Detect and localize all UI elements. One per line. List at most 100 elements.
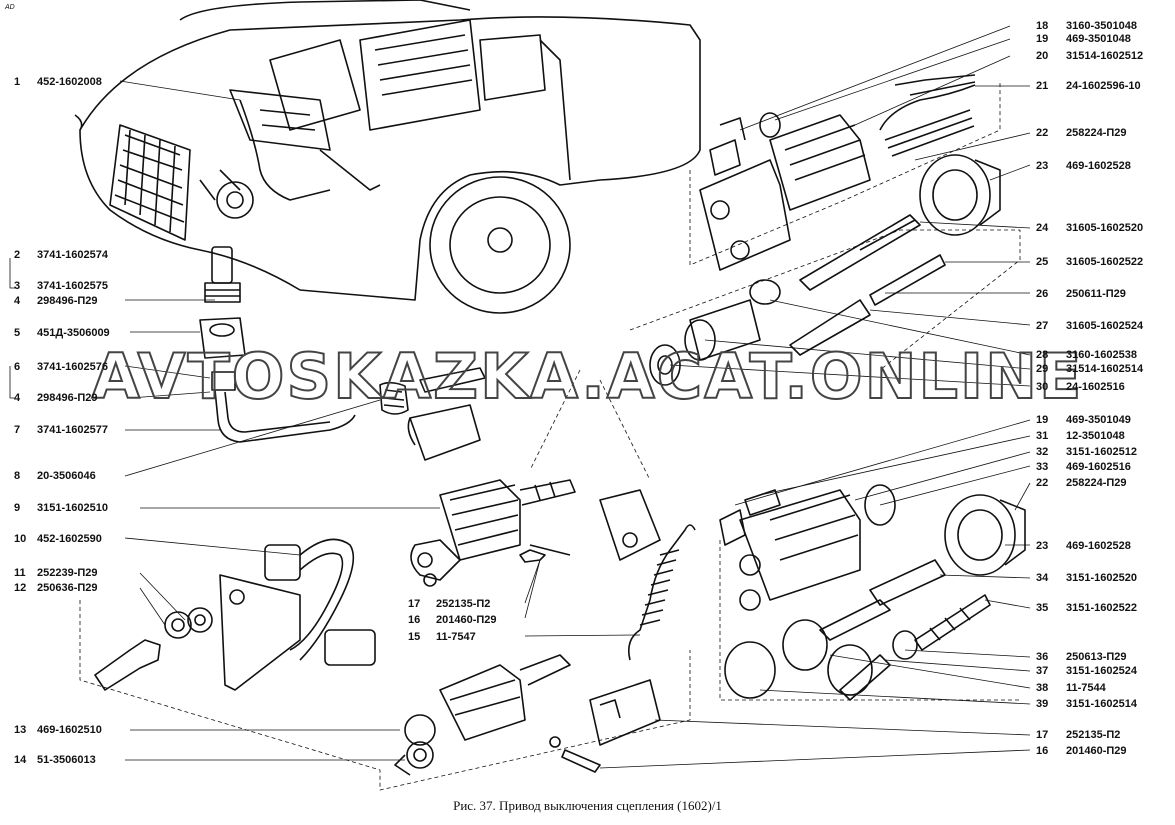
mid-callout-part-code: 201460-П29 [436,614,497,626]
left-callout-part-code: 3741-1602574 [37,249,108,261]
right-callout-number: 30 [1036,381,1049,393]
left-callout-number: 8 [14,470,21,482]
right-callout-number: 35 [1036,602,1049,614]
left-callout-number: 3 [14,280,21,292]
master-cylinder-right [699,74,976,271]
right-callout-number: 34 [1036,572,1049,584]
right-callout-number: 31 [1036,430,1049,442]
left-callout-number: 14 [14,754,27,766]
right-callout-number: 23 [1036,540,1049,552]
clutch-hose-10 [94,538,376,691]
left-callout-part-code: 252239-П29 [37,567,98,579]
spring-15 [589,489,696,746]
right-callout-number: 19 [1036,414,1049,426]
mid-callout-number: 17 [408,598,421,610]
right-callout-part-code: 469-3501048 [1066,33,1131,45]
right-callout-part-code: 3151-1602512 [1066,446,1137,458]
left-callout-number: 4 [14,392,21,404]
pushrods-upper [649,214,946,386]
right-callout-part-code: 3151-1602524 [1066,665,1137,677]
right-callout-part-code: 31514-1602512 [1066,50,1144,62]
right-callout-number: 32 [1036,446,1049,458]
slave-cylinder-13 [394,654,601,776]
left-callout-number: 2 [14,249,21,261]
right-callout-part-code: 469-1602528 [1066,540,1131,552]
right-callout-number: 23 [1036,160,1049,172]
boot-23-upper [919,154,1001,236]
fittings-assembly [199,246,486,461]
right-callout-part-code: 469-1602516 [1066,461,1131,473]
right-callout-part-code: 24-1602516 [1066,381,1125,393]
right-callout-part-code: 252135-П2 [1066,729,1121,741]
right-callout-number: 22 [1036,477,1049,489]
right-callout-number: 39 [1036,698,1049,710]
right-callout-number: 18 [1036,20,1049,32]
right-callout-part-code: 31605-1602524 [1066,320,1144,332]
car-body-illustration [74,0,701,314]
boot-23-lower [944,494,1026,576]
right-callout-part-code: 250613-П29 [1066,651,1127,663]
left-callout-number: 12 [14,582,27,594]
left-callout-part-code: 20-3506046 [37,470,96,482]
right-callout-number: 17 [1036,729,1049,741]
right-callout-number: 21 [1036,80,1049,92]
left-callout-part-code: 3741-1602577 [37,424,108,436]
right-callout-part-code: 3151-1602514 [1066,698,1137,710]
left-callout-part-code: 3741-1602576 [37,361,108,373]
left-callout-number: 9 [14,502,21,514]
left-callout-part-code: 298496-П29 [37,392,98,404]
right-callout-number: 25 [1036,256,1049,268]
slave-cylinder-right [719,484,991,701]
right-callout-part-code: 258224-П29 [1066,477,1127,489]
right-callout-number: 27 [1036,320,1049,332]
mid-callout-part-code: 252135-П2 [436,598,491,610]
left-callout-part-code: 469-1602510 [37,724,102,736]
right-callout-part-code: 3160-1602538 [1066,349,1137,361]
left-callout-part-code: 298496-П29 [37,295,98,307]
right-callout-number: 19 [1036,33,1049,45]
left-callout-part-code: 3151-1602510 [37,502,108,514]
right-callout-part-code: 31514-1602514 [1066,363,1144,375]
left-callout-part-code: 452-1602008 [37,76,102,88]
right-callout-number: 36 [1036,651,1049,663]
left-callout-part-code: 451Д-3506009 [37,327,110,339]
right-callout-part-code: 11-7544 [1066,682,1106,694]
right-callout-part-code: 258224-П29 [1066,127,1127,139]
left-callout-part-code: 51-3506013 [37,754,96,766]
left-callout-number: 7 [14,424,21,436]
right-callout-part-code: 31605-1602522 [1066,256,1144,268]
leader-lines-left [9,80,440,761]
right-callout-number: 37 [1036,665,1049,677]
right-callout-part-code: 3151-1602522 [1066,602,1137,614]
leader-lines-right [524,25,1031,769]
left-callout-part-code: 452-1602590 [37,533,102,545]
right-callout-part-code: 3151-1602520 [1066,572,1137,584]
right-callout-number: 16 [1036,745,1049,757]
right-callout-part-code: 24-1602596-10 [1066,80,1141,92]
right-callout-part-code: 3160-3501048 [1066,20,1137,32]
mid-callout-number: 16 [408,614,421,626]
corner-mark: AD [5,4,15,11]
right-callout-part-code: 31605-1602520 [1066,222,1144,234]
dashed-grouping-lines [79,80,1021,791]
left-callout-number: 5 [14,327,21,339]
right-callout-part-code: 250611-П29 [1066,288,1126,300]
right-callout-number: 22 [1036,127,1049,139]
mid-callout-number: 15 [408,631,421,643]
right-callout-part-code: 201460-П29 [1066,745,1127,757]
left-callout-part-code: 250636-П29 [37,582,98,594]
right-callout-number: 38 [1036,682,1049,694]
left-callout-part-code: 3741-1602575 [37,280,108,292]
left-callout-number: 13 [14,724,27,736]
left-callout-number: 6 [14,361,21,373]
right-callout-number: 28 [1036,349,1049,361]
right-callout-number: 26 [1036,288,1049,300]
right-callout-number: 24 [1036,222,1049,234]
left-callout-number: 10 [14,533,27,545]
right-callout-number: 33 [1036,461,1049,473]
right-callout-part-code: 469-1602528 [1066,160,1131,172]
right-callout-part-code: 469-3501049 [1066,414,1131,426]
right-callout-number: 29 [1036,363,1049,375]
mid-callout-part-code: 11-7547 [436,631,476,643]
